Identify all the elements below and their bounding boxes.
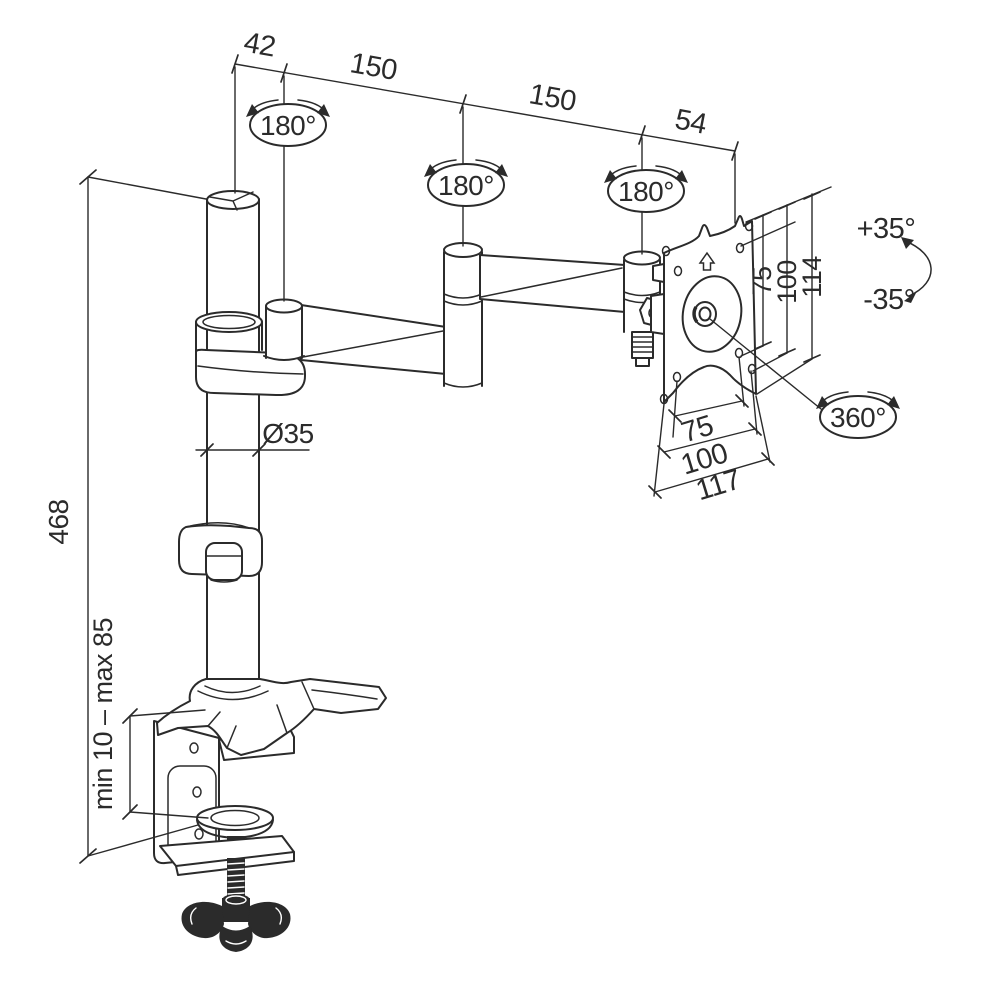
dim-label-42: 42 (241, 27, 277, 64)
swivel-base-label: 180° (260, 110, 316, 141)
dimension-vesa-horizontal: 75 100 117 (648, 356, 775, 507)
knob-lever (205, 542, 243, 581)
pole-height-label: 468 (43, 499, 74, 544)
dim-label-150-first: 150 (348, 47, 400, 87)
height-adjust-knob (178, 522, 263, 583)
dimension-top-chain: 42 150 150 54 (231, 27, 739, 302)
joint-middle (443, 242, 483, 388)
clamp-range-label: min 10 – max 85 (88, 618, 118, 810)
swivel-badge-middle: 180° (423, 159, 509, 207)
pole-collar (195, 311, 306, 397)
bolt-stub (631, 331, 654, 359)
tilt-up-label: +35° (857, 213, 916, 245)
orientation-arrow-icon (698, 251, 716, 271)
base-foot (156, 678, 387, 756)
swivel-badge-base: 180° (245, 99, 331, 147)
vesa-v114-label: 114 (797, 256, 827, 298)
dim-label-54: 54 (672, 103, 709, 140)
pole-top-cap (206, 190, 260, 210)
vesa-plate (650, 215, 757, 405)
dimension-pole-diameter: Ø35 (195, 418, 314, 457)
arm-segment-upper (479, 254, 626, 313)
dimension-clamp-range: min 10 – max 85 (88, 618, 209, 820)
clamp-pad-assembly (159, 805, 295, 952)
dimension-vesa-vertical: 75 100 114 (740, 186, 832, 395)
vesa-v100-label: 100 (772, 260, 802, 304)
vesa-v75-label: 75 (747, 266, 777, 295)
swivel-middle-label: 180° (438, 170, 494, 201)
clamp-pad (196, 805, 274, 831)
dim-label-150-second: 150 (527, 78, 579, 118)
tilt-down-label: -35° (863, 284, 915, 316)
vesa-disc (681, 275, 743, 353)
rotation-vesa-label: 360° (830, 402, 886, 433)
hinge-tab-upper (652, 263, 665, 283)
joint-pin-base (263, 298, 305, 361)
swivel-head-label: 180° (618, 176, 674, 207)
swivel-badge-head: 180° (603, 165, 689, 213)
arm-segment-lower (300, 304, 447, 375)
tilt-annotation: +35° -35° (857, 213, 932, 316)
dimension-pole-height: 468 (43, 169, 207, 864)
wing-knob (181, 894, 291, 952)
hinge-tab-lower (650, 293, 665, 335)
pole (206, 190, 260, 688)
pole-diameter-label: Ø35 (262, 418, 313, 449)
